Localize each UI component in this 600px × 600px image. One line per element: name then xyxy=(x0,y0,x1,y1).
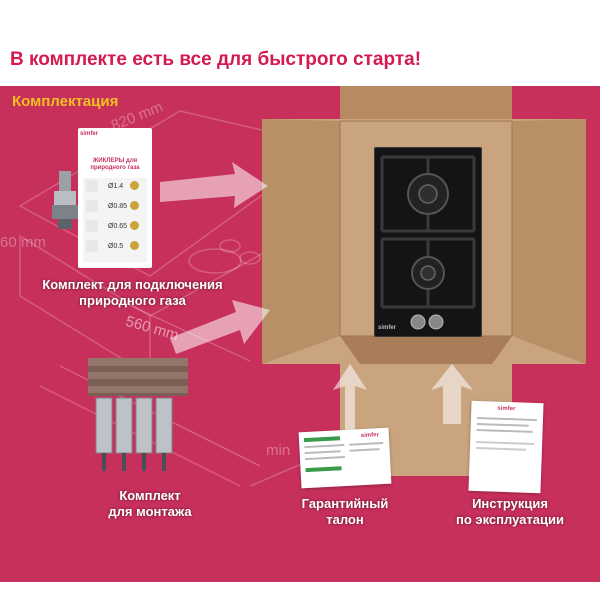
jet-icon xyxy=(130,181,139,190)
gas-connector-fitting xyxy=(52,171,78,229)
mounting-kit-caption-line2: для монтажа xyxy=(108,504,192,519)
warranty-card: simfer xyxy=(298,427,392,489)
dimension-label-left: 60 mm xyxy=(0,234,46,251)
gas-kit-caption: Комплект для подключения природного газа xyxy=(15,277,250,309)
gas-card-brand: simfer xyxy=(80,131,99,137)
section-label: Комплектация xyxy=(12,93,119,110)
arrow-warranty xyxy=(333,364,367,446)
gas-kit-caption-line1: Комплект для подключения xyxy=(42,277,223,292)
control-knob-left xyxy=(410,314,426,330)
control-knob-right xyxy=(428,314,444,330)
text-line xyxy=(349,441,384,446)
text-line xyxy=(304,456,345,461)
arrow-gas-kit xyxy=(160,162,268,208)
jet-icon xyxy=(130,241,139,250)
text-line xyxy=(476,422,529,427)
manual-brand: simfer xyxy=(497,405,516,413)
gas-jets-card: simfer ЖИКЛЕРЫ для природного газа Ø1.4 … xyxy=(78,128,152,268)
text-line xyxy=(304,450,341,455)
jet-icon xyxy=(130,201,139,210)
warranty-stripe xyxy=(305,466,342,473)
jet-size-4: Ø0.5 xyxy=(108,243,124,250)
text-line xyxy=(476,428,533,433)
warranty-brand: simfer xyxy=(360,432,380,440)
arrow-manual xyxy=(431,364,473,424)
product-panel: simfer simfer ЖИКЛЕРЫ для природного газ… xyxy=(0,86,600,582)
warranty-caption-line1: Гарантийный xyxy=(301,496,389,511)
text-line xyxy=(349,448,380,452)
jet-slot xyxy=(86,240,98,252)
jet-icon xyxy=(130,221,139,230)
arrow-mounting-kit xyxy=(170,300,270,354)
manual-booklet: simfer xyxy=(468,400,544,494)
jet-size-1: Ø1.4 xyxy=(108,183,124,190)
mounting-kit xyxy=(88,358,188,471)
burner-large xyxy=(407,173,449,215)
mounting-kit-caption: Комплект для монтажа xyxy=(80,488,220,520)
hob-brand: simfer xyxy=(378,325,397,331)
jet-slot xyxy=(86,200,98,212)
burner-small xyxy=(411,256,445,290)
arrows xyxy=(160,162,473,446)
jet-slot xyxy=(86,220,98,232)
warranty-stripe xyxy=(303,436,341,443)
dimension-label-bottom: min xyxy=(266,442,291,459)
headline: В комплекте есть все для быстрого старта… xyxy=(10,49,422,70)
gas-hob xyxy=(374,147,482,337)
jet-size-3: Ø0.65 xyxy=(108,223,128,230)
manual-caption-line2: по эксплуатации xyxy=(456,512,564,527)
manual-caption: Инструкция по эксплуатации xyxy=(435,496,585,528)
jet-slot xyxy=(86,180,98,192)
jet-size-2: Ø0.85 xyxy=(108,203,128,210)
mounting-kit-caption-line1: Комплект xyxy=(119,488,181,503)
gas-kit-caption-line2: природного газа xyxy=(79,293,186,308)
warranty-caption-line2: талон xyxy=(326,512,364,527)
text-line xyxy=(304,444,345,449)
warranty-caption: Гарантийный талон xyxy=(285,496,405,528)
text-line xyxy=(476,416,537,422)
gas-card-title: ЖИКЛЕРЫ для природного газа xyxy=(90,158,140,171)
text-line xyxy=(476,440,535,445)
text-line xyxy=(475,446,526,451)
manual-caption-line1: Инструкция xyxy=(472,496,548,511)
